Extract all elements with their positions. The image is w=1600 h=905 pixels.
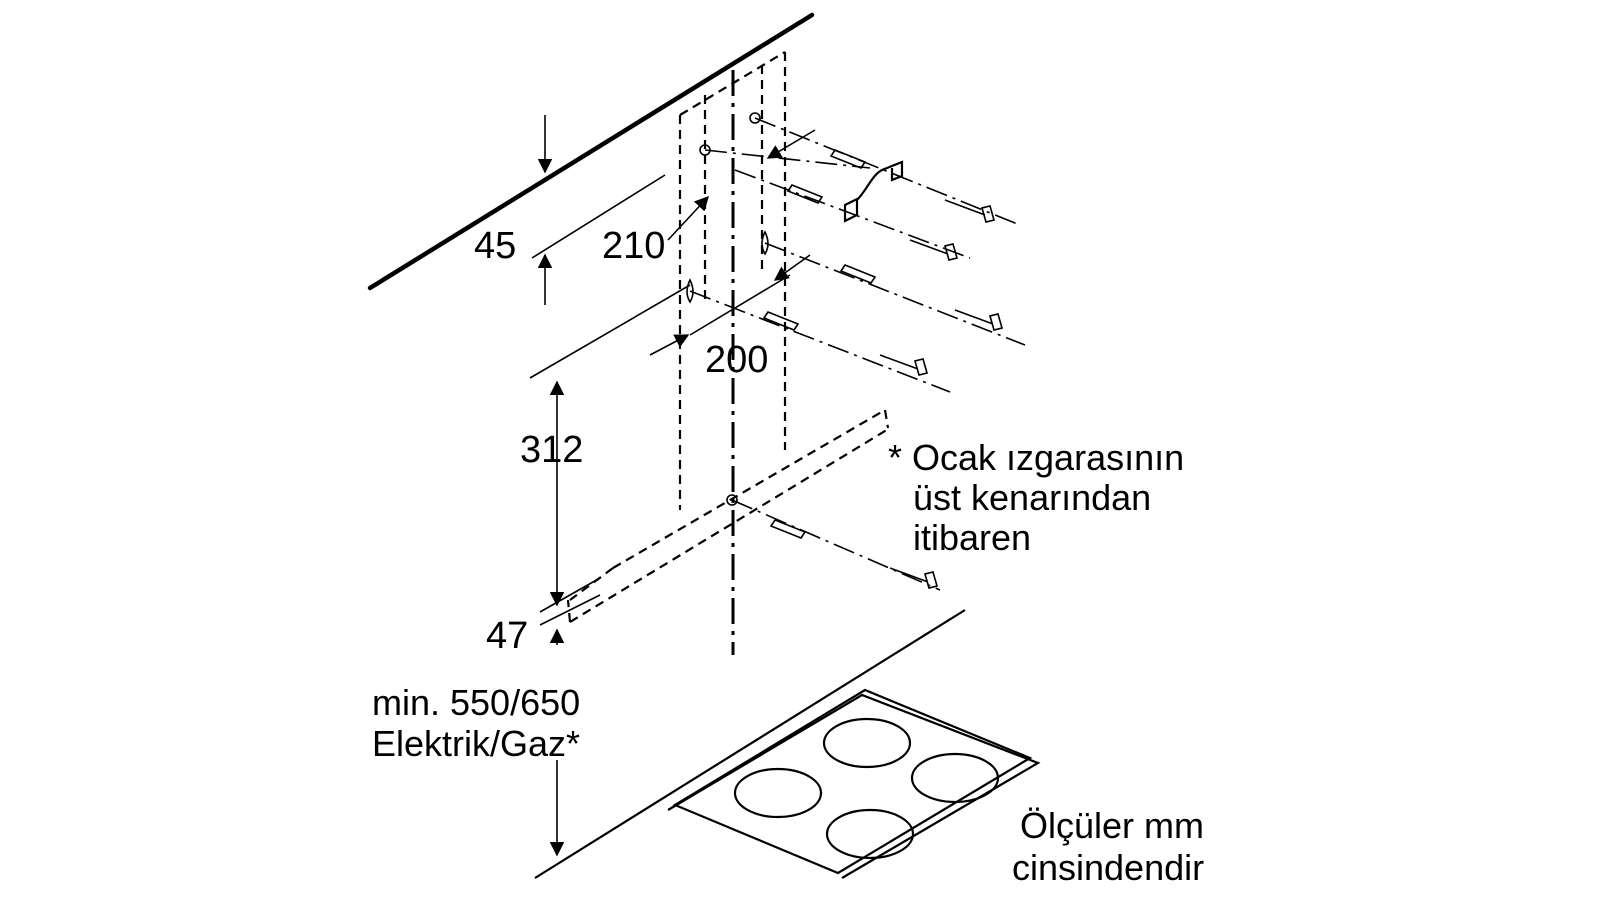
dimension-200: 200 xyxy=(705,339,768,381)
hood-outline xyxy=(566,409,891,623)
footnote-line3: itibaren xyxy=(913,517,1031,558)
units-note-line2: cinsindendir xyxy=(1012,847,1204,888)
dimension-210: 210 xyxy=(602,225,665,267)
units-note-line1: Ölçüler mm xyxy=(1020,805,1204,846)
min-height-line2: Elektrik/Gaz* xyxy=(372,723,580,764)
countertop-line xyxy=(534,609,966,879)
dimension-312: 312 xyxy=(520,429,583,471)
mounting-holes xyxy=(686,112,769,304)
footnote-line2: üst kenarından xyxy=(913,477,1151,518)
mounting-bracket xyxy=(843,160,904,223)
ceiling-line xyxy=(367,12,815,291)
screws xyxy=(879,199,1003,589)
dimension-45: 45 xyxy=(474,225,516,267)
screw-axes xyxy=(689,117,1026,591)
min-height-line1: min. 550/650 xyxy=(372,682,580,723)
wall-plugs xyxy=(762,149,877,539)
footnote-line1: * Ocak ızgarasının xyxy=(888,437,1184,478)
cooktop xyxy=(667,688,1041,879)
dimension-47: 47 xyxy=(486,615,528,657)
